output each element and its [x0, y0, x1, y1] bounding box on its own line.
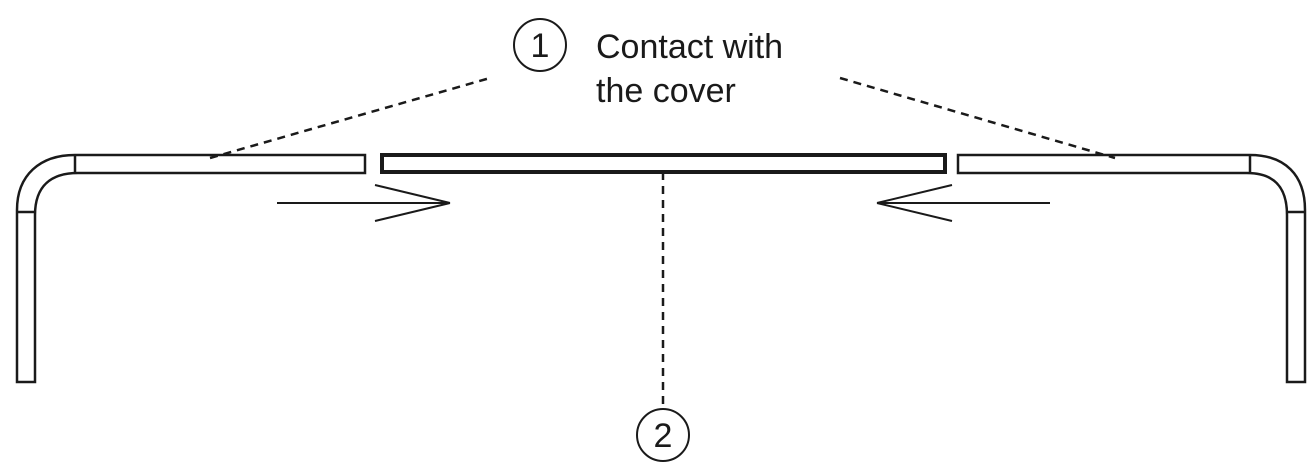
callout-2: 2	[636, 408, 690, 462]
left-rail-bend-seam	[17, 155, 77, 214]
right-arrow	[277, 184, 451, 222]
leader-line-left	[209, 76, 491, 160]
left-rail	[15, 153, 367, 384]
callout-2-number: 2	[654, 417, 673, 455]
right-rail	[956, 153, 1307, 384]
callout-1: 1 Contact with the cover	[513, 18, 783, 110]
callout-1-circle	[513, 18, 567, 72]
right-rail-bend-seam	[1248, 155, 1305, 214]
callout-2-circle	[636, 408, 690, 462]
right-arrow-icon	[277, 184, 451, 222]
callout-1-label-line2: the cover	[596, 72, 736, 110]
callout-1-number: 1	[531, 27, 550, 65]
left-arrow	[876, 184, 1050, 222]
right-rail-outline	[956, 153, 1307, 384]
center-bar	[380, 153, 947, 174]
callout-1-label-line1: Contact with	[596, 28, 783, 66]
left-rail-outline	[15, 153, 367, 384]
leader-line-right	[839, 76, 1116, 160]
left-arrow-icon	[876, 184, 1050, 222]
